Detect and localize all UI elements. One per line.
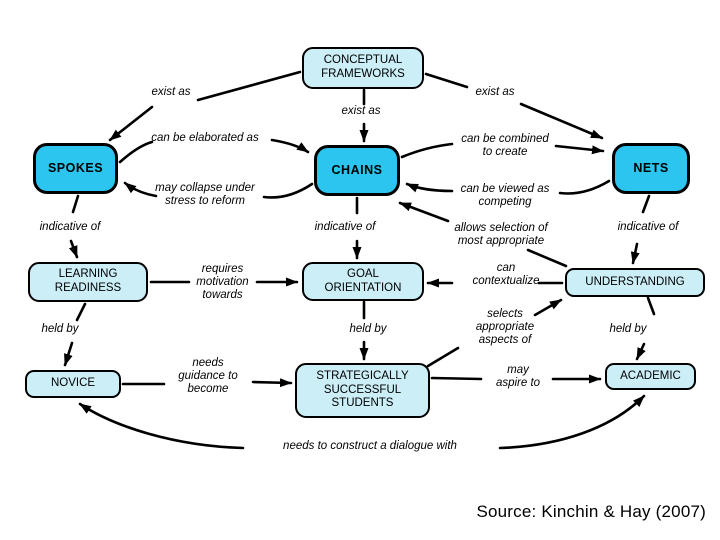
- arrow-students-understanding-b: [533, 298, 563, 317]
- node-nets: NETS: [612, 143, 690, 194]
- node-learning-readiness: LEARNING READINESS: [28, 262, 148, 302]
- node-strategically-successful-students: STRATEGICALLY SUCCESSFUL STUDENTS: [295, 363, 430, 418]
- node-chains: CHAINS: [314, 145, 400, 196]
- node-academic: ACADEMIC: [605, 363, 696, 390]
- arrow-nets-understanding-b: [630, 242, 640, 265]
- link-needs-guidance: needs guidance to become: [178, 357, 238, 396]
- arrow-cf-nets-a: [424, 72, 469, 89]
- arrow-chains-spokes-b: [123, 181, 158, 198]
- link-held-by-mid: held by: [349, 323, 387, 335]
- arrow-understanding-academic-a: [646, 296, 656, 316]
- link-can-contextualize: can contextualize: [472, 262, 540, 288]
- arrow-cf-nets-b: [519, 102, 604, 140]
- link-can-be-combined: can be combined to create: [461, 133, 549, 159]
- arrow-chains-nets-b: [554, 144, 605, 155]
- arrow-nets-chains-a: [558, 179, 611, 195]
- arrow-novice-students-b: [251, 378, 293, 388]
- arrow-understanding-chains-b: [398, 201, 450, 223]
- link-exist-as-left: exist as: [151, 86, 191, 98]
- node-goal-orientation: GOAL ORIENTATION: [302, 262, 424, 301]
- link-indicative-of-right: indicative of: [617, 221, 679, 233]
- arrow-understanding-academic-b: [635, 342, 646, 361]
- link-exist-as-center: exist as: [341, 105, 381, 117]
- link-indicative-of-left: indicative of: [39, 221, 101, 233]
- node-spokes: SPOKES: [33, 143, 118, 194]
- arrow-spokes-readiness-b: [68, 239, 79, 259]
- arrow-dialogue-novice: [78, 402, 245, 450]
- link-needs-dialogue: needs to construct a dialogue with: [283, 440, 457, 452]
- arrow-cf-spokes-b: [108, 105, 154, 142]
- link-held-by-left: held by: [41, 323, 79, 335]
- arrow-cf-spokes-a: [196, 70, 302, 102]
- arrow-understanding-chains-a: [526, 248, 568, 268]
- link-exist-as-right: exist as: [475, 86, 515, 98]
- link-selects-appropriate: selects appropriate aspects of: [475, 308, 535, 347]
- arrow-chains-nets-a: [400, 142, 454, 159]
- link-may-aspire: may aspire to: [495, 364, 541, 390]
- arrow-spokes-chains-b: [270, 138, 310, 154]
- link-may-collapse: may collapse under stress to reform: [155, 182, 255, 208]
- arrow-students-academic-a: [430, 376, 483, 381]
- node-conceptual-frameworks: CONCEPTUAL FRAMEWORKS: [302, 47, 424, 89]
- arrow-dialogue-academic: [498, 394, 646, 450]
- arrow-spokes-chains-a: [118, 140, 154, 164]
- link-held-by-right: held by: [609, 323, 647, 335]
- arrow-nets-understanding-a: [641, 194, 651, 214]
- link-indicative-of-mid: indicative of: [314, 221, 376, 233]
- node-understanding: UNDERSTANDING: [565, 268, 705, 297]
- arrow-students-understanding-a: [426, 346, 460, 368]
- link-can-be-viewed: can be viewed as competing: [460, 183, 550, 209]
- arrow-readiness-novice-b: [63, 341, 74, 367]
- link-can-be-elaborated-as: can be elaborated as: [151, 132, 259, 144]
- arrow-nets-chains-b: [405, 182, 454, 193]
- arrow-spokes-readiness-a: [71, 194, 80, 214]
- link-requires-motivation: requires motivation towards: [196, 263, 249, 302]
- link-allows-selection: allows selection of most appropriate: [454, 222, 548, 248]
- node-novice: NOVICE: [25, 370, 121, 398]
- arrow-readiness-novice-a: [75, 302, 87, 322]
- source-citation: Source: Kinchin & Hay (2007): [476, 502, 706, 521]
- arrow-chains-spokes-a: [262, 182, 314, 199]
